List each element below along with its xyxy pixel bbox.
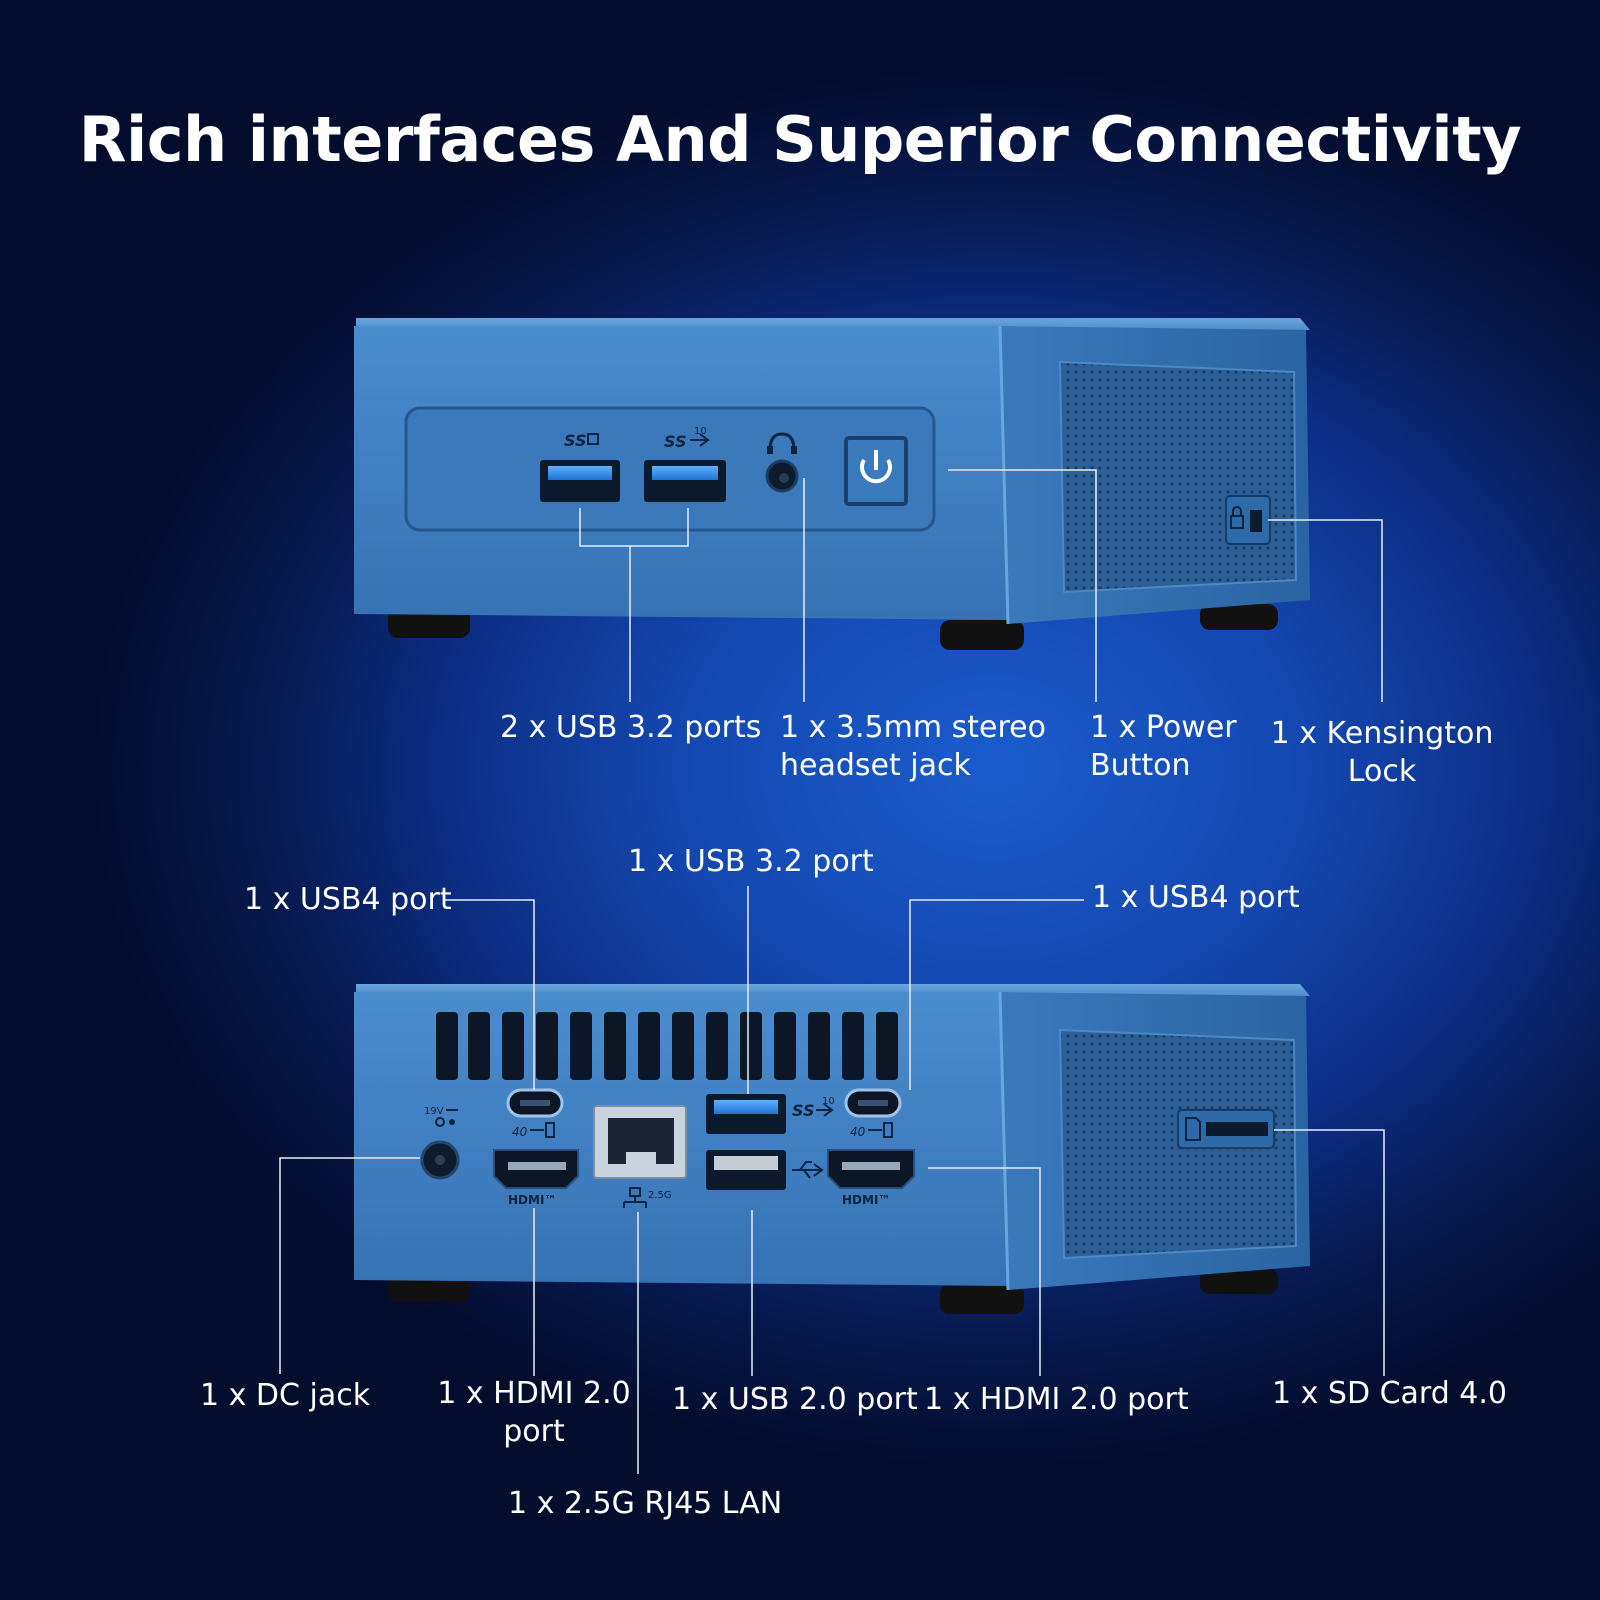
power-icon: [860, 450, 892, 484]
usb4-port-left: 40: [506, 1088, 564, 1139]
hdmi-port-right: HDMI™: [827, 1149, 915, 1207]
dc-jack: 19V: [420, 1106, 460, 1180]
sd-card-slot: [1177, 1109, 1275, 1149]
front-usb-port-1: [540, 460, 620, 502]
kensington-lock-label-line1: 1 x Kensington: [1270, 716, 1494, 751]
svg-text:10: 10: [694, 426, 707, 437]
usb32-rear-label: 1 x USB 3.2 port: [628, 844, 874, 879]
usb4-right-label: 1 x USB4 port: [1092, 880, 1300, 915]
svg-text:SS: SS: [564, 431, 586, 450]
usb-ss10-rear-icon: SS 10: [792, 1096, 835, 1120]
thunderbolt-icon-right: 40: [850, 1122, 893, 1139]
front-feet: [388, 604, 1278, 650]
front-leader-lines: [579, 469, 1383, 702]
svg-text:40: 40: [850, 1125, 866, 1139]
rear-leader-lines: [279, 886, 1385, 1474]
front-usb-port-2: [644, 460, 726, 502]
svg-text:SS: SS: [792, 1101, 814, 1120]
headset-jack-label-line2: headset jack: [780, 748, 971, 783]
hdmi-right-label: 1 x HDMI 2.0 port: [924, 1382, 1189, 1417]
thunderbolt-icon: 40: [512, 1122, 555, 1139]
usb-ss10-icon: SS 10: [664, 426, 710, 451]
usb32-port-rear: SS 10: [706, 1094, 835, 1134]
hdmi-left-label-line2: port: [503, 1414, 565, 1449]
dc-polarity-icon: [435, 1109, 458, 1127]
usb20-port: [706, 1150, 824, 1190]
lan-label: 1 x 2.5G RJ45 LAN: [508, 1486, 783, 1521]
svg-text:19V: 19V: [424, 1106, 444, 1117]
power-button[interactable]: [844, 436, 908, 506]
page-title: Rich interfaces And Superior Connectivit…: [78, 103, 1522, 176]
rear-vents: [436, 1012, 898, 1080]
usb4-port-right: 40: [844, 1088, 902, 1139]
sd-card-label: 1 x SD Card 4.0: [1272, 1376, 1508, 1411]
lock-icon: [1230, 506, 1244, 529]
usb-ports-label: 2 x USB 3.2 ports: [500, 710, 762, 745]
dc-jack-label: 1 x DC jack: [200, 1378, 371, 1413]
svg-text:2.5G: 2.5G: [648, 1190, 672, 1201]
hdmi-port-left: HDMI™: [493, 1149, 579, 1207]
headphone-icon: [767, 432, 797, 454]
usb20-label: 1 x USB 2.0 port: [672, 1382, 918, 1417]
svg-text:40: 40: [512, 1125, 528, 1139]
ethernet-icon: 2.5G: [623, 1187, 672, 1208]
usb-icon: [792, 1161, 824, 1179]
sd-card-icon: [1185, 1117, 1201, 1141]
usb-ss-icon: SS: [564, 431, 599, 450]
rj45-lan-port: 2.5G: [593, 1105, 687, 1208]
hdmi-left-label-line1: 1 x HDMI 2.0: [437, 1376, 631, 1411]
power-button-label-line2: Button: [1090, 748, 1191, 783]
svg-text:SS: SS: [664, 432, 686, 451]
headset-jack-label-line1: 1 x 3.5mm stereo: [780, 710, 1046, 745]
hdmi-icon: HDMI™: [508, 1193, 556, 1207]
power-button-label-line1: 1 x Power: [1090, 710, 1237, 745]
usb4-left-label: 1 x USB4 port: [244, 882, 452, 917]
svg-text:10: 10: [822, 1096, 835, 1107]
kensington-lock-label-line2: Lock: [1347, 754, 1417, 789]
hdmi-icon-right: HDMI™: [842, 1193, 890, 1207]
